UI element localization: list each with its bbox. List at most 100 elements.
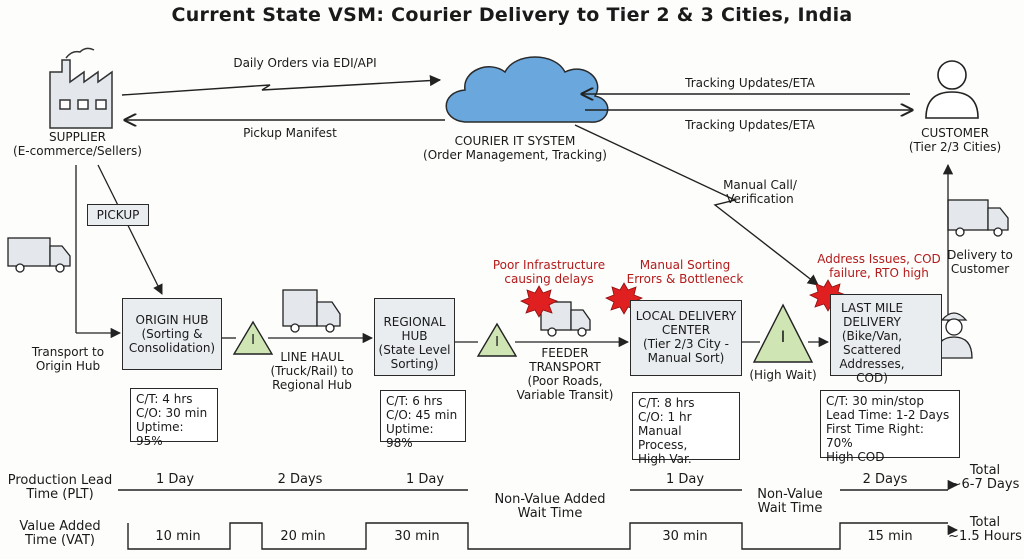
total-vat-line1: Total [969, 515, 1001, 530]
manual-call-line1: Manual Call/ [723, 178, 797, 192]
regional-hub-line3: Sorting) [390, 357, 439, 371]
line-haul-truck-icon [282, 289, 341, 333]
regional-ct: C/T: 6 hrs [386, 394, 443, 408]
total-plt: Total ~6-7 Days [950, 464, 1020, 492]
regional-data-box: C/T: 6 hrs C/O: 45 min Uptime: 98% [380, 390, 466, 450]
feeder-line3: (Poor Roads, [527, 374, 603, 388]
last-mile-ct: C/T: 30 min/stop [826, 394, 924, 408]
issue-sorting-line2: Errors & Bottleneck [626, 272, 744, 286]
regional-uptime: Uptime: 98% [386, 422, 434, 450]
feeder-label: FEEDER TRANSPORT (Poor Roads, Variable T… [510, 346, 620, 402]
local-center-title2: CENTER [661, 323, 711, 337]
vat-segment-1: 10 min [155, 529, 201, 544]
it-system-name: COURIER IT SYSTEM [454, 134, 576, 148]
origin-ct: C/T: 4 hrs [136, 392, 193, 406]
truck-icon [7, 237, 71, 273]
issue-infra-line1: Poor Infrastructure [492, 258, 606, 272]
issue-address-line2: failure, RTO high [829, 266, 929, 280]
inventory-triangle-1 [232, 320, 274, 355]
delivery-line2: Customer [950, 262, 1010, 276]
daily-orders-label: Daily Orders via EDI/API [233, 56, 377, 70]
delivery-to-customer-label: Delivery to Customer [940, 248, 1020, 276]
last-mile-ftr: First Time Right: 70% [826, 422, 924, 450]
origin-hub-box: ORIGIN HUB (Sorting & Consolidation) [122, 298, 222, 370]
vat-segment-5: 15 min [867, 529, 913, 544]
manual-call-line2: Verification [726, 192, 794, 206]
transport-line1: Transport to [31, 345, 105, 359]
plt-segment-3: 1 Day [405, 472, 445, 487]
vat-segment-2: 20 min [280, 529, 326, 544]
supplier-sub: (E-commerce/Sellers) [13, 144, 142, 158]
cloud-icon [445, 56, 609, 123]
customer-sub: (Tier 2/3 Cities) [908, 140, 1002, 154]
feeder-truck-icon [540, 301, 591, 337]
origin-hub-line3: Consolidation) [128, 341, 216, 355]
last-mile-title1: LAST MILE [840, 301, 904, 315]
issue-address-line1: Address Issues, COD [817, 252, 941, 266]
vat-label-line1: Value Added [19, 519, 101, 534]
plt-segment-5: 2 Days [862, 472, 908, 487]
plt-label-line2: Time (PLT) [26, 487, 94, 502]
total-plt-line2: ~6-7 Days [950, 477, 1020, 492]
total-vat-line2: ~1.5 Hours [948, 529, 1022, 544]
nva-wait-1: Non-Value Added Wait Time [480, 493, 620, 521]
local-center-box: LOCAL DELIVERY CENTER (Tier 2/3 City - M… [630, 300, 742, 376]
supplier-name: SUPPLIER [48, 130, 107, 144]
local-center-line3: (Tier 2/3 City - [643, 337, 729, 351]
it-system-sub: (Order Management, Tracking) [423, 148, 607, 162]
regional-hub-title: REGIONAL HUB [383, 315, 446, 343]
issue-sorting-note: Manual Sorting Errors & Bottleneck [620, 258, 750, 286]
factory-icon [49, 47, 113, 129]
inventory-triangle-3 [752, 303, 814, 363]
line-haul-label: LINE HAUL (Truck/Rail) to Regional Hub [262, 350, 362, 392]
manual-call-arrow [574, 124, 819, 286]
inventory-label-3: I [780, 327, 786, 346]
issue-infra-note: Poor Infrastructure causing delays [484, 258, 614, 286]
supplier-label: SUPPLIER (E-commerce/Sellers) [10, 130, 145, 158]
last-mile-line4: Scattered [842, 343, 902, 357]
origin-data-box: C/T: 4 hrs C/O: 30 min Uptime: 95% [130, 388, 218, 448]
origin-hub-line2: (Sorting & [141, 327, 203, 341]
pickup-box: PICKUP [87, 204, 149, 226]
pickup-arrow [97, 164, 163, 295]
inventory-label-2: I [495, 335, 499, 350]
origin-uptime: Uptime: 95% [136, 420, 184, 448]
last-mile-lead: Lead Time: 1-2 Days [826, 408, 950, 422]
line-haul-line3: Regional Hub [272, 378, 352, 392]
transport-line2: Origin Hub [35, 359, 101, 373]
transport-to-origin-label: Transport to Origin Hub [18, 345, 118, 373]
last-mile-data-box: C/T: 30 min/stop Lead Time: 1-2 Days Fir… [820, 390, 960, 464]
last-mile-line3: (Bike/Van, [841, 329, 903, 343]
regional-hub-line2: (State Level [378, 343, 451, 357]
local-center-line4: Manual Sort) [647, 351, 725, 365]
kaizen-burst-infra-icon [520, 285, 558, 318]
plt-label: Production Lead Time (PLT) [4, 474, 116, 502]
local-l3: Manual Process, [638, 424, 688, 452]
tracking-label-1: Tracking Updates/ETA [685, 76, 815, 90]
daily-orders-arrow [121, 74, 442, 96]
regional-hub-box: REGIONAL HUB (State Level Sorting) [374, 298, 455, 376]
feeder-line2: TRANSPORT [529, 360, 601, 374]
nva2-line1: Non-Value [757, 487, 823, 502]
nva2-line2: Wait Time [757, 501, 823, 516]
local-center-title1: LOCAL DELIVERY [635, 309, 737, 323]
customer-person-icon [925, 60, 979, 119]
issue-infra-line2: causing delays [504, 272, 594, 286]
local-l4: High Var. [638, 452, 692, 466]
last-mile-line5: Addresses, COD) [839, 357, 905, 385]
plt-label-line1: Production Lead [7, 473, 113, 488]
vat-segment-3: 30 min [394, 529, 440, 544]
nva1-line1: Non-Value Added [494, 492, 606, 507]
delivery-line1: Delivery to [947, 248, 1013, 262]
issue-sorting-line1: Manual Sorting [639, 258, 731, 272]
plt-segment-4: 1 Day [665, 472, 705, 487]
local-co: C/O: 1 hr [638, 410, 692, 424]
origin-co: C/O: 30 min [136, 406, 208, 420]
inventory-triangle-2 [476, 322, 518, 357]
line-haul-line2: (Truck/Rail) to [270, 364, 354, 378]
line-haul-line1: LINE HAUL [280, 350, 344, 364]
local-data-box: C/T: 8 hrs C/O: 1 hr Manual Process, Hig… [632, 392, 740, 466]
plt-segment-1: 1 Day [155, 472, 195, 487]
